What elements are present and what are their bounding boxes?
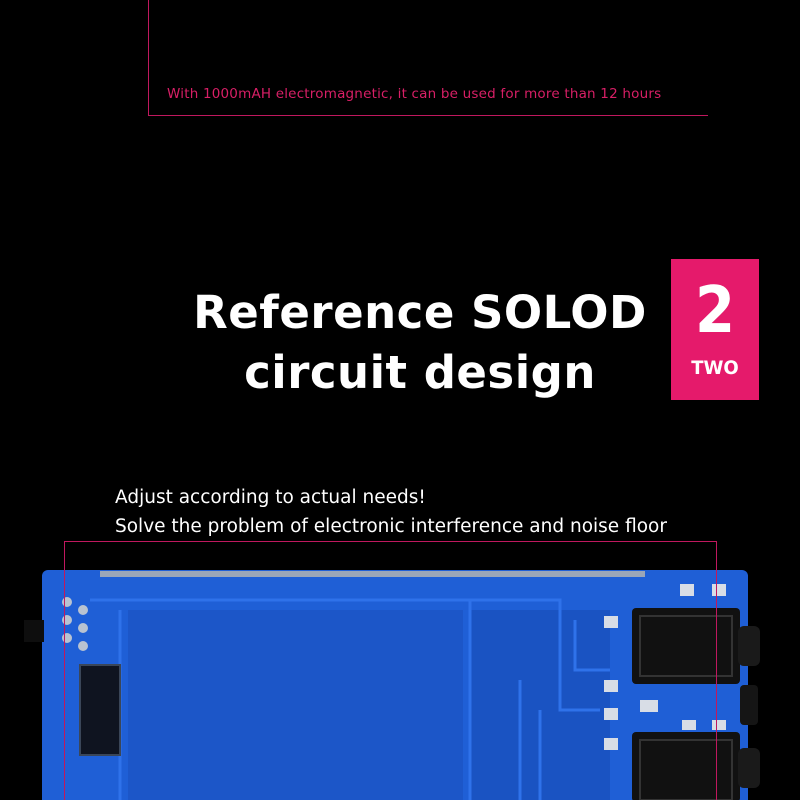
frame-line-top-horizontal (148, 115, 708, 116)
pcb-board-image (24, 570, 760, 800)
pcb-audio-jack-bottom (632, 732, 760, 800)
badge-number: 2 (694, 274, 736, 348)
description: Adjust according to actual needs! Solve … (115, 483, 775, 541)
headline: Reference SOLOD circuit design (180, 283, 660, 403)
frame-line-bottom-horizontal (64, 541, 717, 542)
pcb-component-black-border (79, 664, 121, 756)
battery-note: With 1000mAH electromagnetic, it can be … (167, 86, 662, 102)
frame-line-top-vertical (148, 0, 149, 116)
pcb-side-connector (24, 620, 44, 642)
badge-word: TWO (691, 357, 739, 379)
pcb-ground-pour (128, 610, 463, 800)
headline-line-2: circuit design (244, 346, 596, 399)
frame-line-bottom-left (64, 541, 65, 800)
section-badge: 2 TWO (671, 259, 759, 400)
pcb-audio-jack-top (632, 608, 760, 684)
pcb-edge-strip (100, 571, 645, 577)
pcb-pads-right (604, 584, 726, 750)
headline-line-1: Reference SOLOD (193, 286, 647, 339)
frame-line-bottom-right (716, 541, 717, 800)
description-line-1: Adjust according to actual needs! (115, 487, 426, 508)
pcb-jack-middle (740, 685, 758, 725)
description-line-2: Solve the problem of electronic interfer… (115, 516, 667, 537)
pcb-component-black (80, 665, 120, 755)
